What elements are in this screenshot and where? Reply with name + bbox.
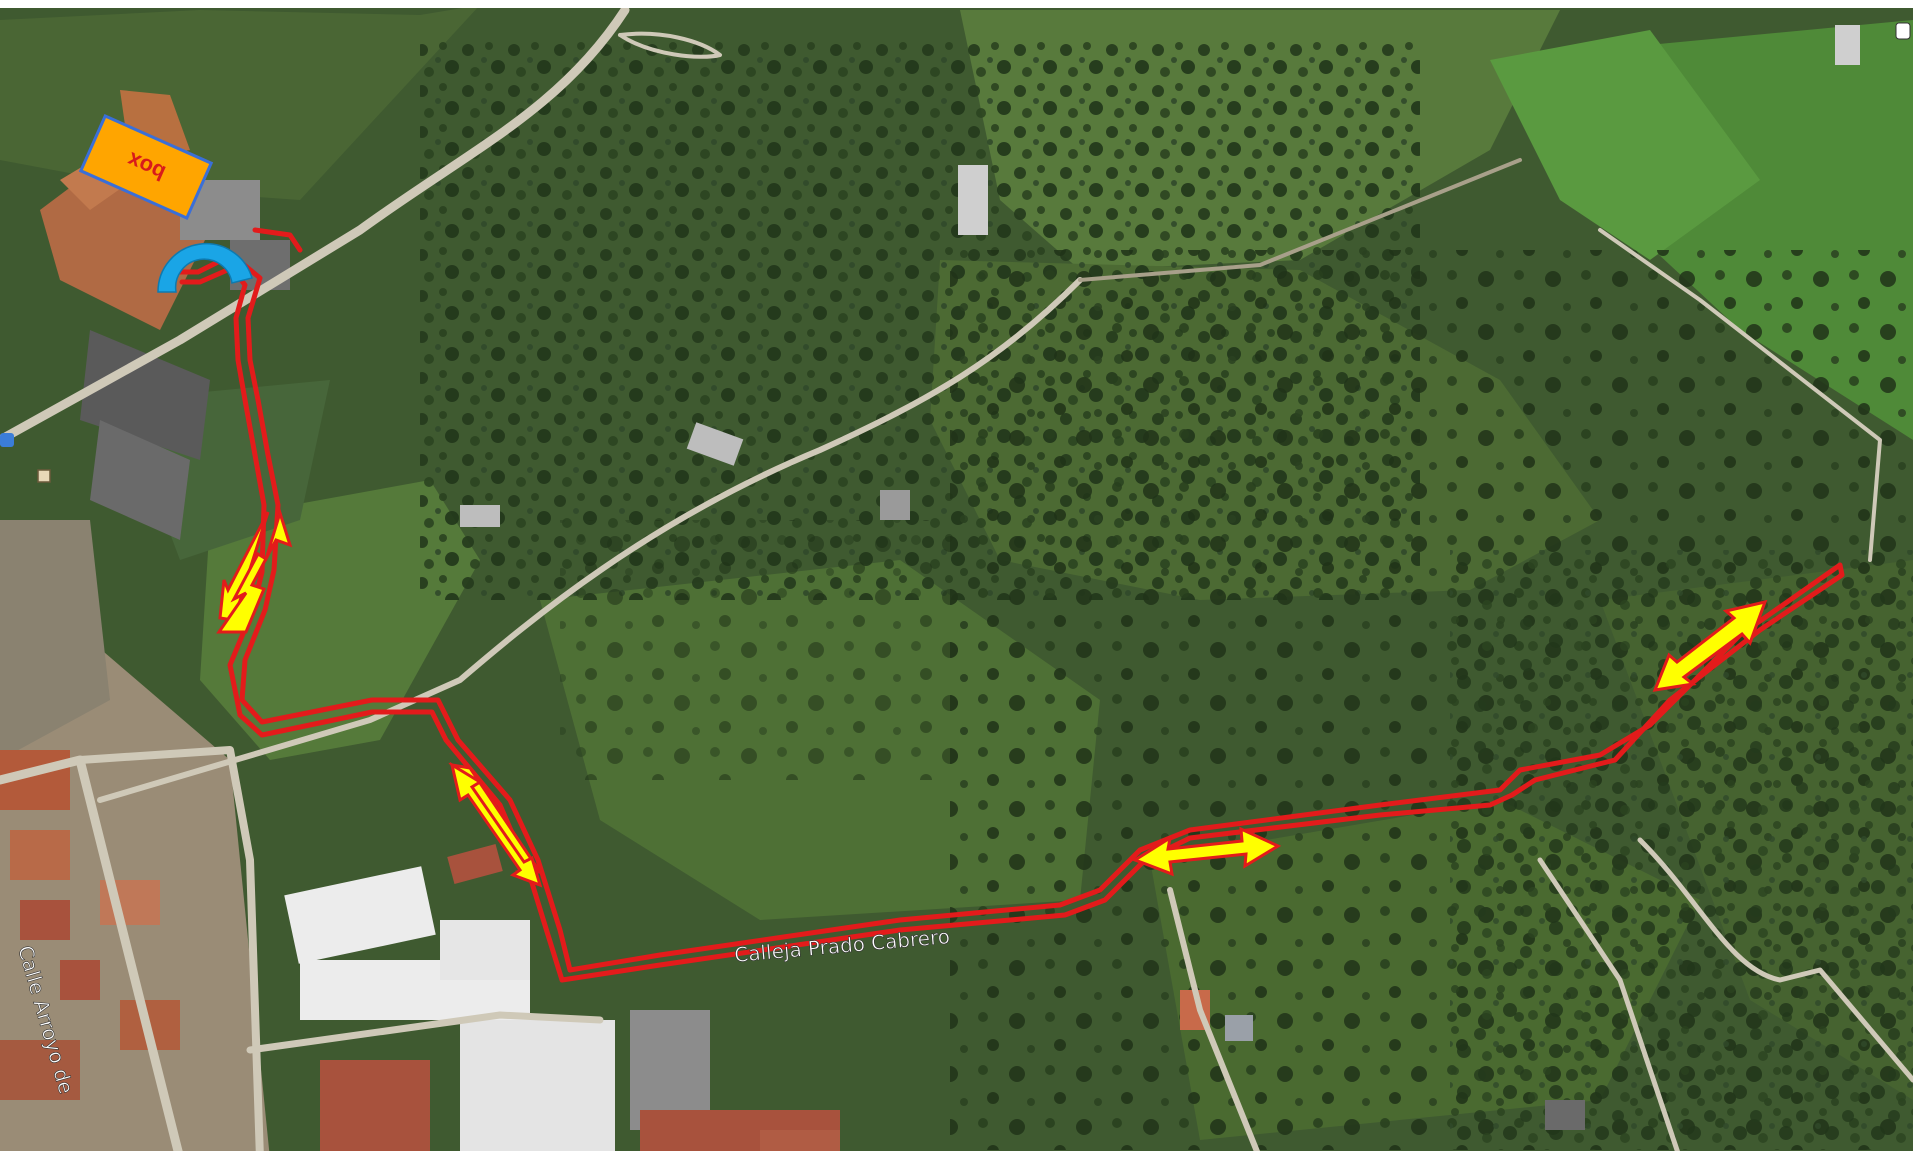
roads <box>0 5 1913 1159</box>
map-border <box>0 1151 1913 1159</box>
map-border <box>0 0 1913 8</box>
map-poi-icon <box>0 22 1911 483</box>
tree-cover <box>560 520 980 780</box>
double-arrow-icon <box>216 507 293 634</box>
double-arrow-icon <box>1131 826 1282 877</box>
industrial-buildings <box>284 844 840 1159</box>
turnaround-arrow-icon <box>157 242 253 293</box>
route-path <box>177 227 1845 983</box>
double-arrow-icon <box>1652 599 1768 692</box>
small-buildings <box>460 25 1860 1130</box>
tree-cover <box>1450 550 1913 1150</box>
box-marker: box <box>78 114 214 220</box>
double-arrow-icon <box>449 761 543 888</box>
